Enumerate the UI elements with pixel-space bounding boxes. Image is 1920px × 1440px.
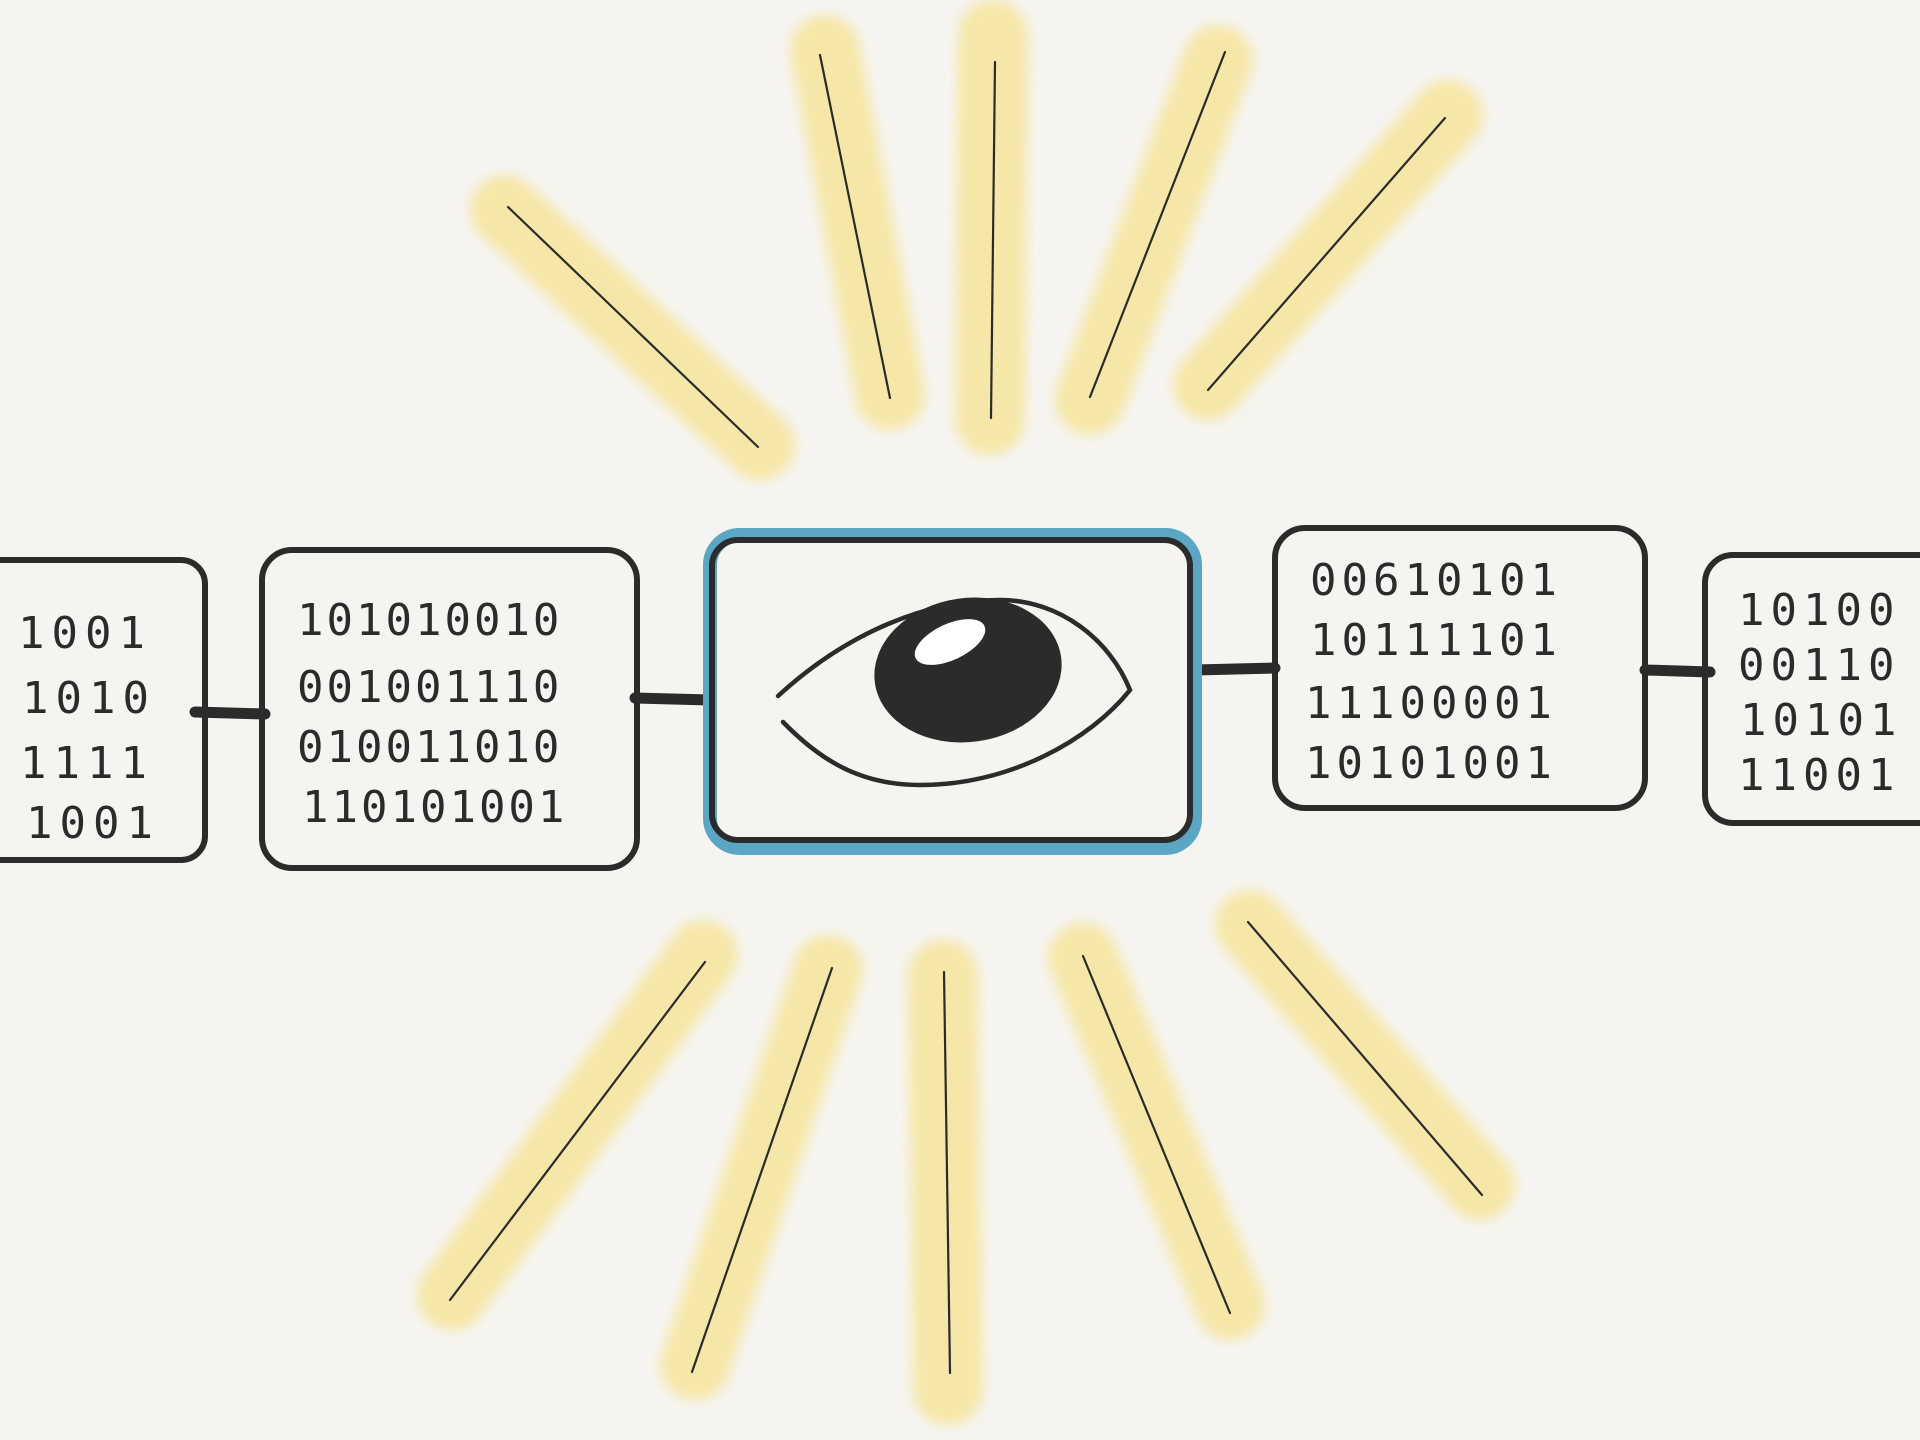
bit-row: 11100001 bbox=[1305, 678, 1557, 729]
chain-link bbox=[1195, 668, 1275, 670]
bit-row: 1001 bbox=[18, 608, 152, 659]
block-2: 101010010 001001110 010011010 110101001 bbox=[262, 550, 637, 868]
eye-icon bbox=[778, 586, 1130, 785]
eye-iris bbox=[865, 586, 1071, 755]
bit-row: 010011010 bbox=[297, 722, 562, 773]
bit-row: 10100 bbox=[1738, 585, 1900, 636]
block-3: 00610101 10111101 11100001 10101001 bbox=[1275, 528, 1645, 808]
chain-link bbox=[635, 698, 710, 700]
bit-row: 101010010 bbox=[297, 595, 562, 646]
bit-row: 1111 bbox=[20, 738, 154, 789]
ray-line bbox=[1208, 118, 1445, 390]
block-bits: 00610101 10111101 11100001 10101001 bbox=[1305, 555, 1562, 789]
ray-glow bbox=[825, 50, 890, 395]
block-bits: 1001 1010 1111 1001 bbox=[18, 608, 160, 849]
bit-row: 00610101 bbox=[1310, 555, 1562, 606]
block-1: 1001 1010 1111 1001 bbox=[0, 560, 205, 860]
ray-line bbox=[450, 962, 705, 1300]
block-bits: 10100 00110 10101 11001 bbox=[1738, 585, 1902, 801]
bit-row: 11001 bbox=[1738, 750, 1900, 801]
ray-line bbox=[1083, 956, 1230, 1313]
block-4: 10100 00110 10101 11001 bbox=[1705, 555, 1920, 823]
block-highlighted bbox=[710, 535, 1195, 848]
chain-link bbox=[1645, 670, 1710, 672]
bit-row: 1001 bbox=[26, 798, 160, 849]
bit-row: 10101001 bbox=[1305, 738, 1557, 789]
ray-glow bbox=[452, 955, 703, 1295]
bit-row: 001001110 bbox=[297, 662, 562, 713]
bit-row: 10101 bbox=[1740, 695, 1902, 746]
bit-row: 110101001 bbox=[302, 782, 567, 833]
ray-line bbox=[692, 968, 832, 1372]
block-bits: 101010010 001001110 010011010 110101001 bbox=[297, 595, 567, 833]
bit-row: 10111101 bbox=[1310, 615, 1562, 666]
ray-line bbox=[508, 207, 758, 447]
ray-line bbox=[1248, 922, 1482, 1195]
bit-row: 1010 bbox=[22, 673, 156, 724]
bit-row: 00110 bbox=[1738, 640, 1900, 691]
